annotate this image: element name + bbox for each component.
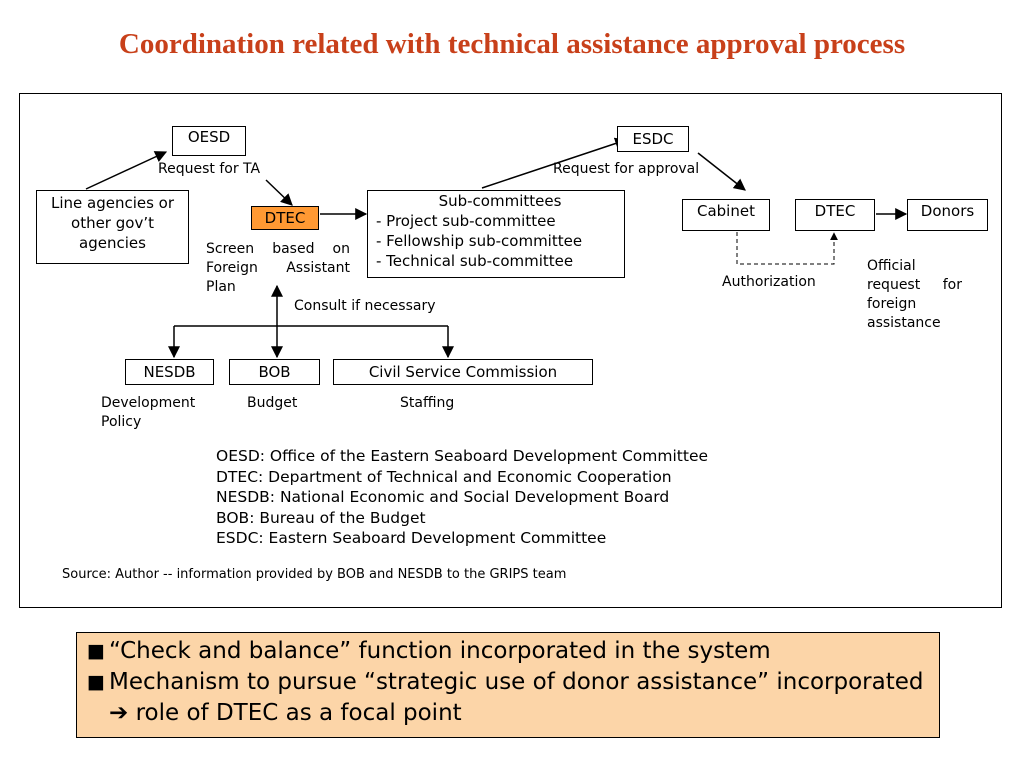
- subcommittee-item: - Project sub-committee: [376, 212, 556, 230]
- bob-box: BOB: [229, 359, 320, 385]
- nesdb-label: NESDB: [143, 363, 196, 381]
- callout-text-tail: role of DTEC as a focal point: [135, 700, 462, 726]
- arrow-subcommittees-to-esdc: [481, 137, 628, 189]
- legend-item: NESDB: National Economic and Social Deve…: [216, 488, 670, 506]
- callout-text: Mechanism to pursue “strategic use of do…: [109, 667, 929, 729]
- budget-label: Budget: [247, 395, 298, 411]
- development-policy-label: Development Policy: [101, 395, 196, 430]
- screen-label: Screen based on Foreign Assistant Plan: [206, 241, 350, 295]
- subcommittee-item: - Fellowship sub-committee: [376, 232, 583, 250]
- cabinet-box: Cabinet: [682, 199, 770, 231]
- donors-label: Donors: [920, 202, 975, 220]
- callout-bullet-item: ■ Mechanism to pursue “strategic use of …: [87, 667, 929, 729]
- right-arrow-icon: ➔: [109, 700, 129, 726]
- dtec-left-box: DTEC: [251, 206, 319, 230]
- nesdb-box: NESDB: [125, 359, 214, 385]
- square-bullet-icon: ■: [87, 640, 105, 662]
- diagram-frame: [19, 93, 1002, 608]
- csc-box: Civil Service Commission: [333, 359, 593, 385]
- callout-text-main: Mechanism to pursue “strategic use of do…: [109, 669, 924, 695]
- staffing-label: Staffing: [400, 395, 455, 411]
- subcommittee-item: - Technical sub-committee: [376, 252, 574, 270]
- request-ta-label: Request for TA: [158, 161, 261, 177]
- donors-box: Donors: [907, 199, 988, 231]
- legend-item: DTEC: Department of Technical and Econom…: [216, 467, 672, 486]
- callout-bullet-item: ■ “Check and balance” function incorpora…: [87, 636, 929, 667]
- legend-item: BOB: Bureau of the Budget: [216, 508, 426, 527]
- abbreviation-legend: OESD: Office of the Eastern Seaboard Dev…: [216, 446, 708, 549]
- authorization-dashed-link: [736, 232, 838, 265]
- official-request-label: Official request for foreign assistance: [867, 258, 962, 331]
- callout-text: “Check and balance” function incorporate…: [109, 638, 771, 664]
- legend-item: ESDC: Eastern Seaboard Development Commi…: [216, 529, 607, 547]
- esdc-box: ESDC: [617, 126, 689, 152]
- line-agencies-box: Line agencies or other gov’t agencies: [36, 190, 189, 264]
- bob-label: BOB: [258, 363, 291, 381]
- subcommittees-box: Sub-committees - Project sub-committee -…: [367, 190, 625, 278]
- oesd-label: OESD: [187, 128, 231, 146]
- subcommittees-title: Sub-committees: [438, 192, 562, 210]
- arrow-oesd-to-dtec: [265, 179, 293, 206]
- arrow-line-agencies-to-oesd: [85, 151, 168, 190]
- dtec-right-box: DTEC: [795, 199, 875, 231]
- legend-item: OESD: Office of the Eastern Seaboard Dev…: [216, 447, 709, 465]
- source-note: Source: Author -- information provided b…: [62, 567, 567, 582]
- authorization-label: Authorization: [722, 274, 816, 290]
- summary-callout: ■ “Check and balance” function incorpora…: [76, 632, 940, 738]
- request-approval-label: Request for approval: [553, 161, 700, 177]
- square-bullet-icon: ■: [87, 671, 105, 693]
- dtec-right-label: DTEC: [814, 202, 856, 220]
- line-agencies-label: Line agencies or other gov’t agencies: [50, 194, 175, 252]
- page-title: Coordination related with technical assi…: [118, 28, 906, 60]
- arrow-esdc-to-cabinet: [697, 152, 746, 191]
- consult-label: Consult if necessary: [294, 298, 436, 314]
- csc-label: Civil Service Commission: [368, 363, 558, 381]
- oesd-box: OESD: [172, 126, 246, 156]
- cabinet-label: Cabinet: [697, 202, 755, 220]
- dtec-left-label: DTEC: [264, 209, 306, 227]
- esdc-label: ESDC: [632, 130, 674, 148]
